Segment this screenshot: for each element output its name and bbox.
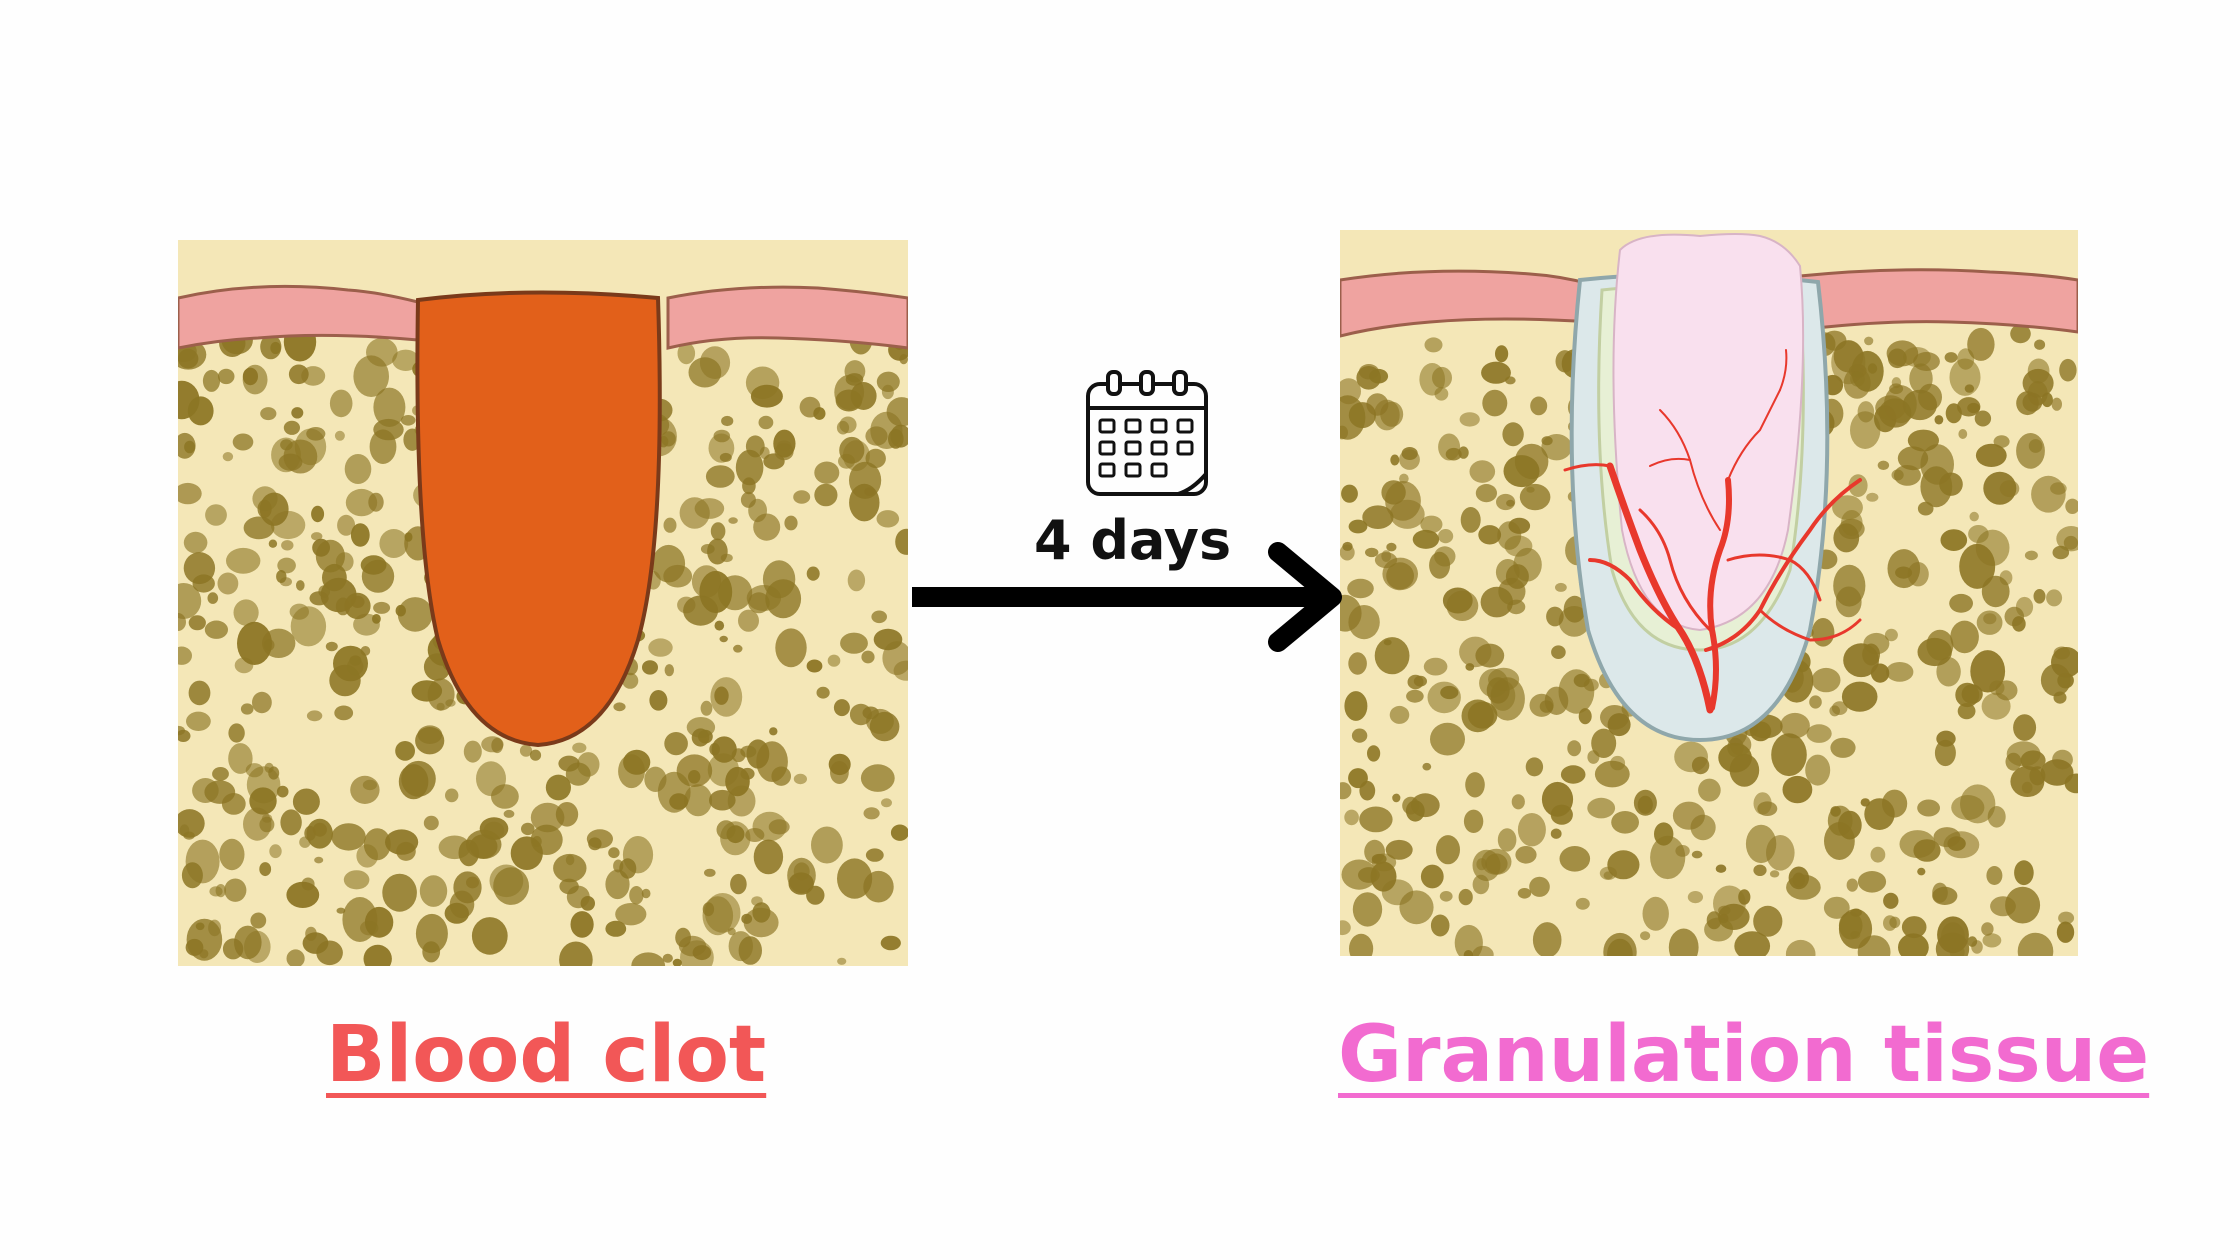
gum-mucosa-right [1798, 268, 2078, 334]
arrow-right-icon [912, 542, 1342, 652]
calendar-icon [1082, 366, 1212, 502]
granulation-tissue-caption: Granulation tissue [1338, 1010, 2150, 1100]
granulation-tissue-illustration [1340, 230, 2078, 956]
duration-label: 4 days [1034, 509, 1232, 572]
blood-clot-illustration [178, 240, 908, 966]
blood-vessels [1563, 349, 1862, 714]
bone-pores [178, 322, 908, 966]
gum-mucosa-right [666, 285, 908, 350]
blood-clot [415, 290, 662, 748]
granulation-tissue [1612, 233, 1805, 632]
blood-clot-caption: Blood clot [326, 1010, 767, 1100]
